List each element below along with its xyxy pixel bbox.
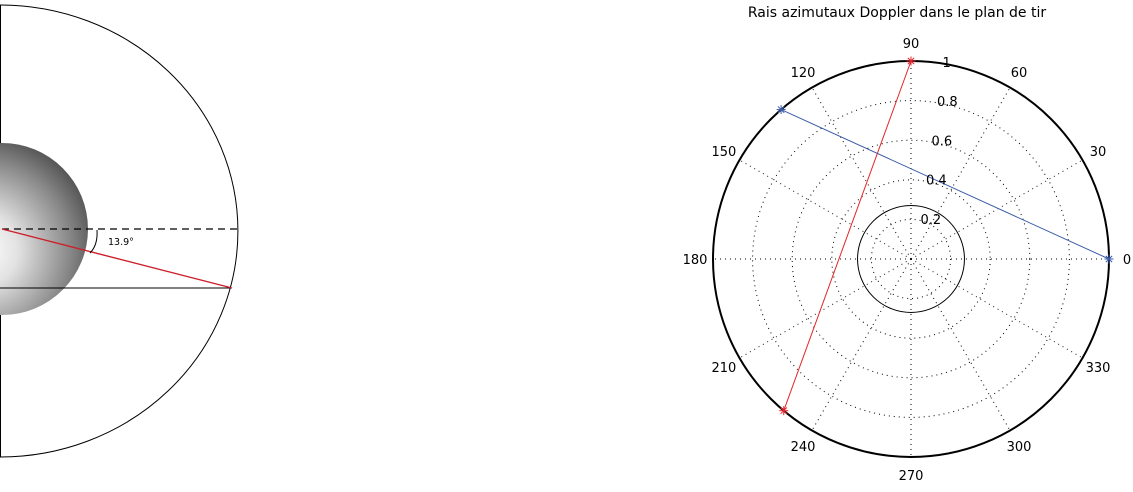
grid-spoke — [739, 159, 912, 260]
grid-spoke — [811, 87, 912, 260]
star-marker — [1104, 254, 1114, 264]
grid-ring — [791, 139, 1031, 379]
star-marker — [776, 105, 786, 115]
outer-semicircle — [0, 4, 239, 458]
grid-spoke — [910, 258, 1083, 359]
radial-tick-label: 0.2 — [921, 213, 942, 228]
angle-tick-label: 90 — [903, 37, 920, 52]
angle-tick-label: 270 — [899, 469, 924, 484]
radial-tick-label: 0.4 — [926, 174, 947, 189]
angle-tick-label: 0 — [1123, 253, 1131, 268]
angle-tick-label: 120 — [791, 66, 816, 81]
angle-tick-label: 180 — [683, 253, 708, 268]
star-stroke — [907, 57, 915, 65]
angle-tick-label: 300 — [1007, 440, 1032, 455]
polar-title: Rais azimutaux Doppler dans le plan de t… — [748, 5, 1047, 21]
polar-plot: Rais azimutaux Doppler dans le plan de t… — [683, 5, 1132, 484]
angle-tick-label: 240 — [791, 440, 816, 455]
polar-labels: 0 30 60 90 120 150 180 210 240 270 300 330 0.2 0.4 0.6… — [683, 37, 1132, 484]
angle-tick-label: 30 — [1090, 145, 1107, 160]
series-ray-2 — [780, 109, 1110, 260]
star-stroke — [780, 407, 788, 415]
polar-grid — [712, 60, 1110, 458]
radial-tick-label: 0.6 — [932, 134, 953, 149]
radial-tick-label: 1 — [943, 56, 951, 71]
angle-arc — [89, 229, 98, 254]
polar-series — [776, 56, 1114, 416]
star-marker — [779, 406, 789, 416]
grid-spoke — [739, 258, 912, 359]
grid-spoke — [910, 87, 1011, 260]
grid-ring — [831, 179, 991, 339]
star-stroke — [1105, 255, 1113, 263]
angle-tick-label: 330 — [1086, 361, 1111, 376]
angle-tick-label: 210 — [712, 361, 737, 376]
inclined-ray — [1, 228, 233, 289]
grid-spoke — [811, 258, 912, 431]
series-ray-1 — [783, 60, 912, 411]
angle-label: 13.9° — [108, 237, 134, 248]
grid-ring — [752, 100, 1070, 418]
grid-spoke — [910, 258, 1011, 431]
angle-tick-label: 60 — [1011, 66, 1028, 81]
grid-ring — [870, 218, 952, 300]
inner-reference-circle — [857, 205, 965, 313]
grid-spoke — [910, 159, 1083, 260]
radial-tick-label: 0.8 — [937, 95, 958, 110]
geometry-diagram: 13.9° — [0, 4, 239, 458]
star-stroke — [777, 106, 785, 114]
angle-tick-label: 150 — [712, 145, 737, 160]
star-marker — [906, 56, 916, 66]
